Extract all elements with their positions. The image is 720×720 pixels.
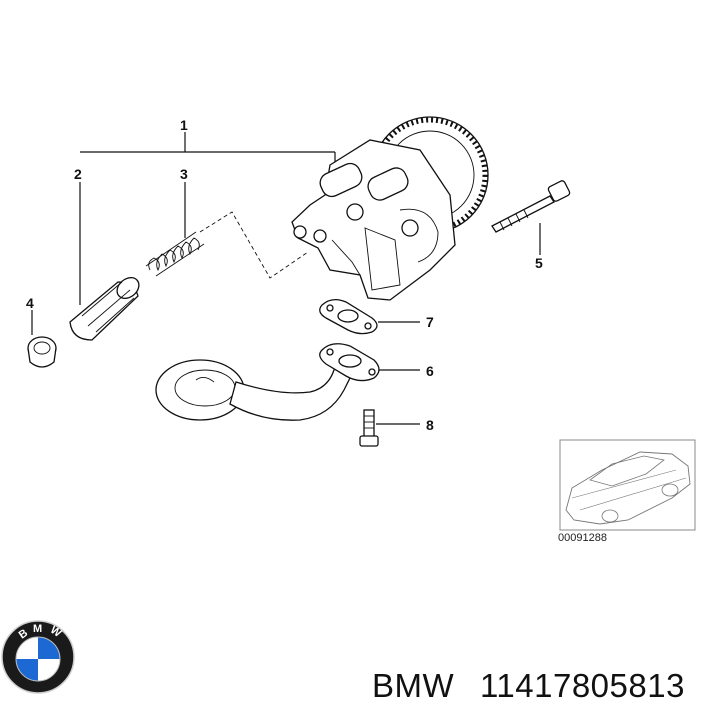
bmw-roundel-icon: B M W: [1, 620, 75, 694]
callout-5: 5: [535, 255, 543, 271]
spring-part: [145, 231, 205, 277]
piston-part: [69, 277, 140, 341]
thumbnail-code: 00091288: [558, 532, 607, 544]
oil-pump-part: [291, 116, 489, 301]
logo-letter-m: M: [33, 623, 42, 635]
callout-1: 1: [180, 117, 188, 133]
gasket-part: [319, 298, 378, 335]
car-silhouette-icon: [565, 451, 691, 525]
callout-6: 6: [426, 363, 434, 379]
part-number: 11417805813: [480, 667, 685, 704]
callout-8: 8: [426, 417, 434, 433]
callout-4: 4: [26, 295, 34, 311]
suction-pipe-part: [155, 343, 380, 421]
plug-part: [27, 336, 57, 368]
callout-2: 2: [74, 166, 82, 182]
brand-name: BMW: [372, 667, 455, 704]
callout-3: 3: [180, 166, 188, 182]
bolt-long-part: [491, 180, 571, 233]
leader-lines: [31, 132, 541, 425]
bolt-short-part: [359, 409, 379, 447]
callout-7: 7: [426, 314, 434, 330]
vehicle-thumbnail: 00091288: [558, 439, 696, 544]
